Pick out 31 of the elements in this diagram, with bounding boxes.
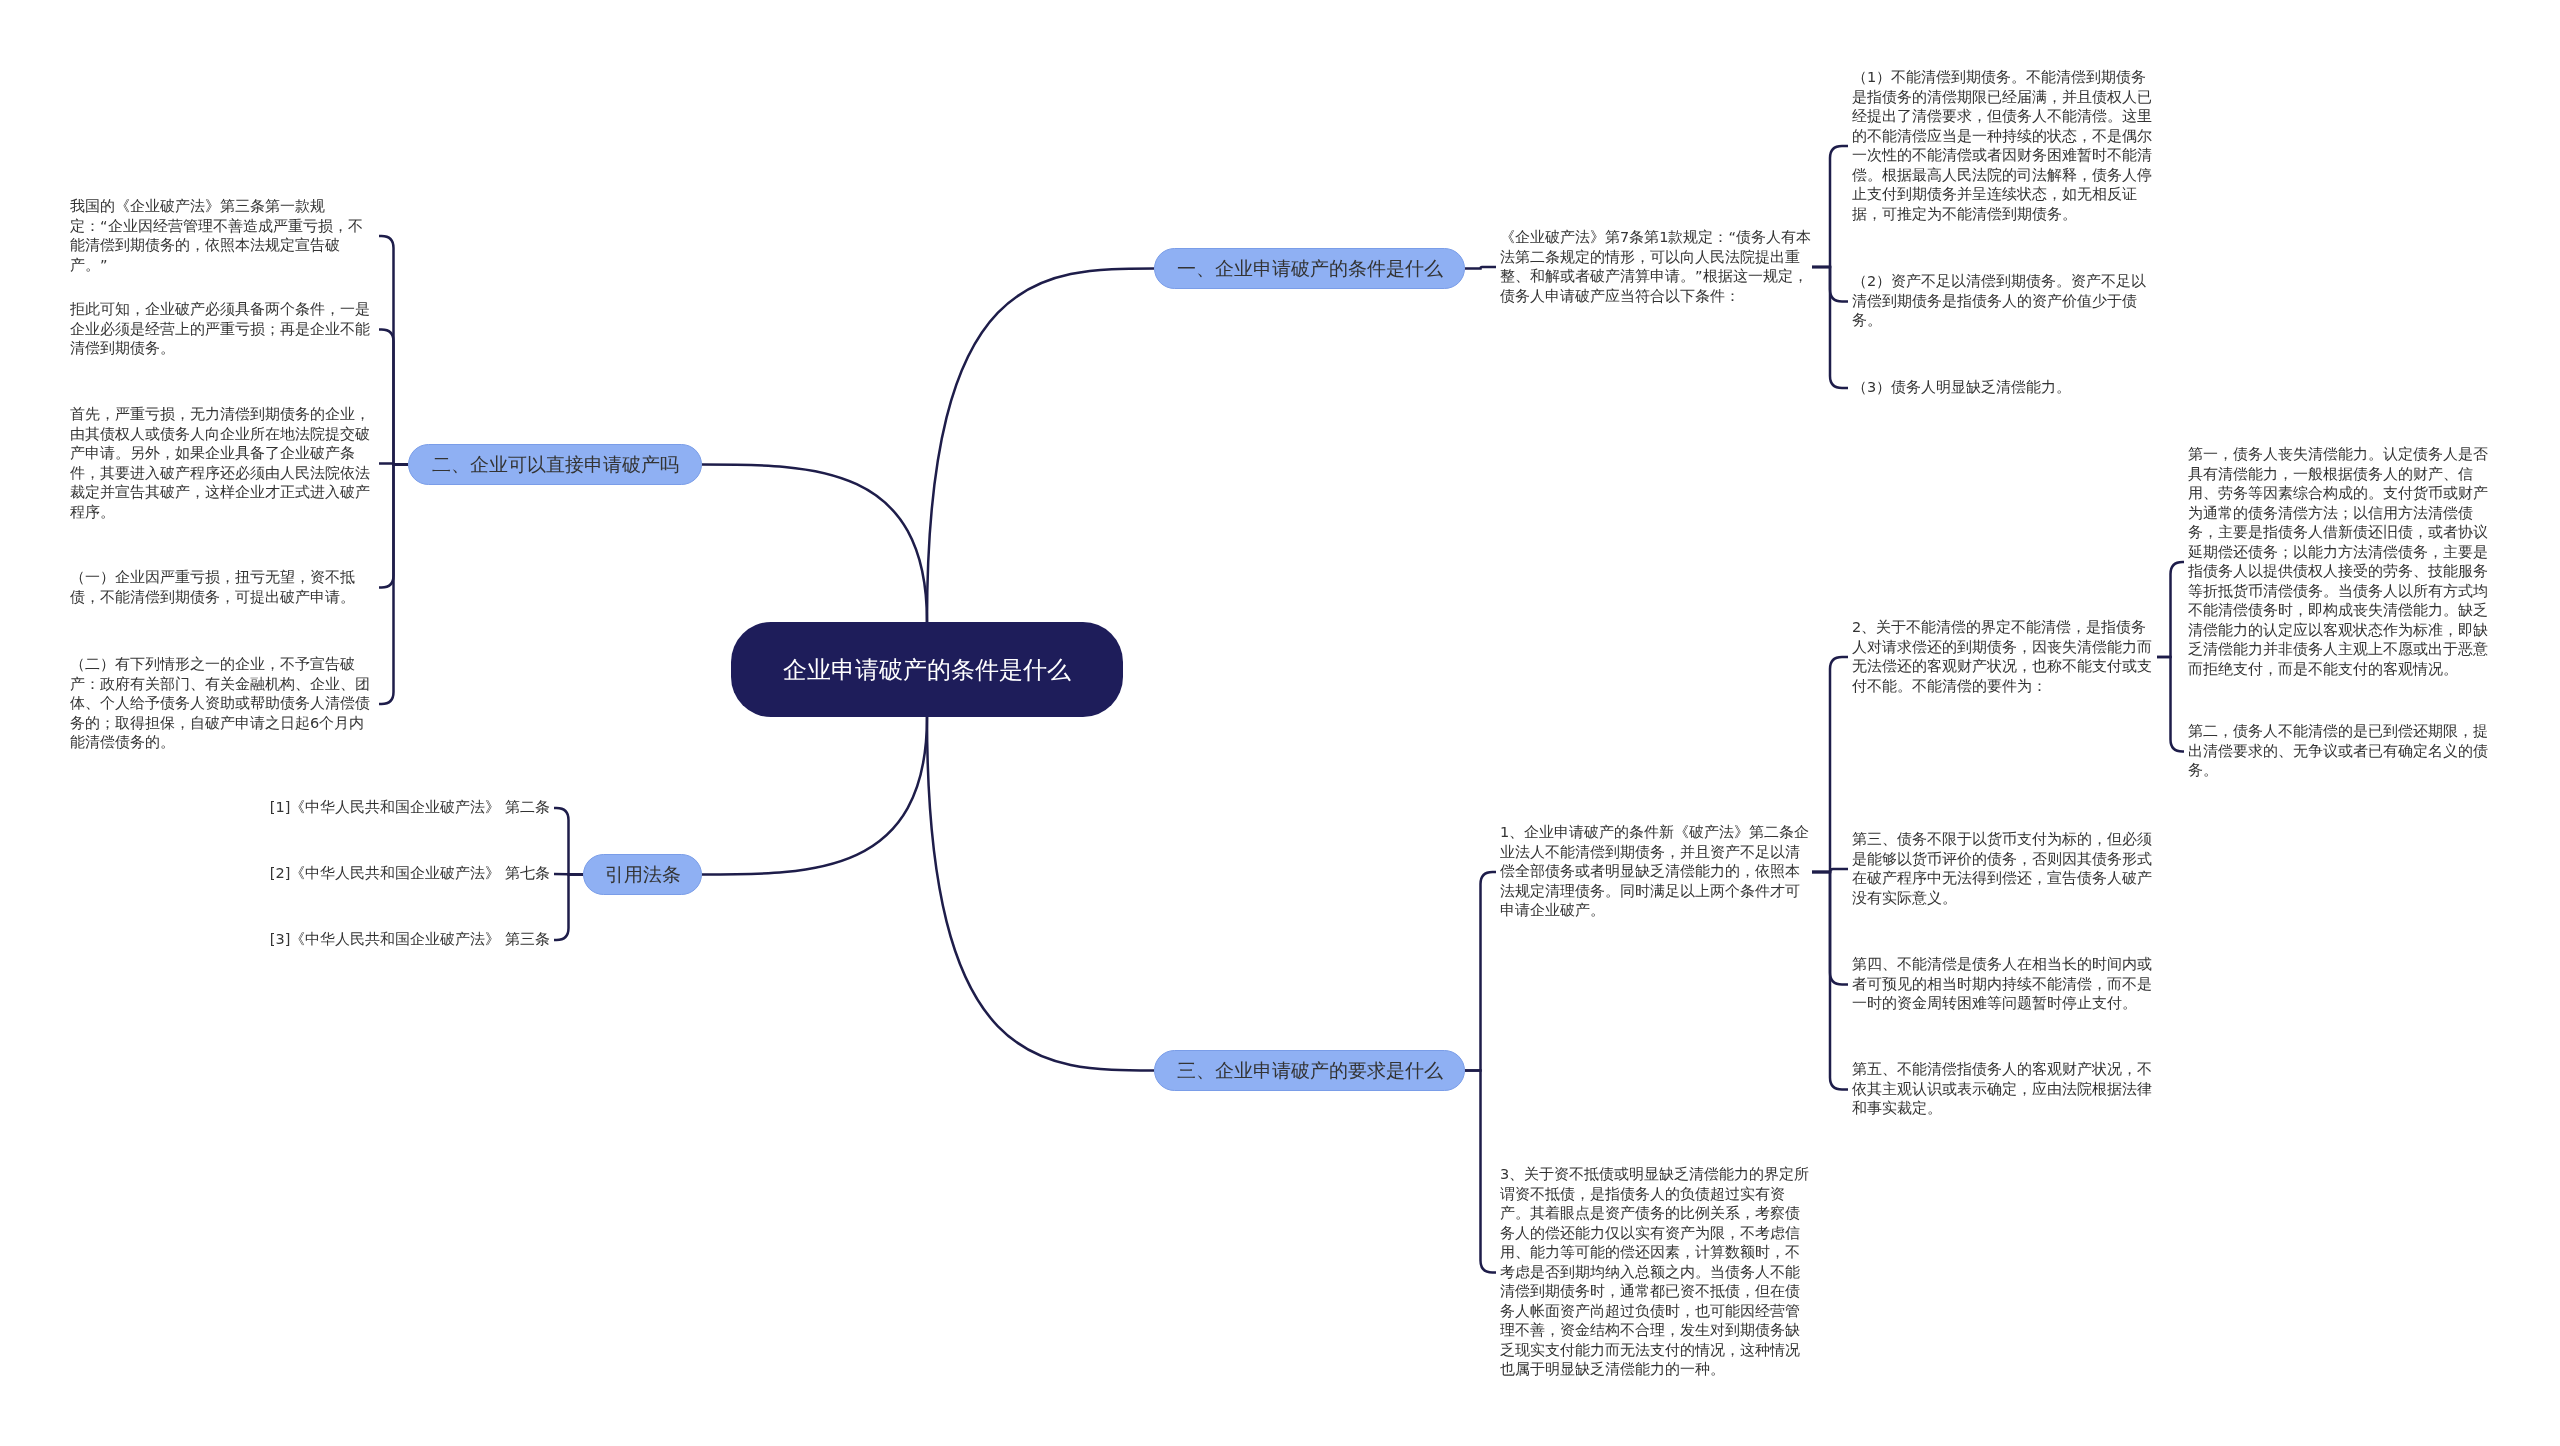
connector-line <box>554 873 583 942</box>
topic-box: 二、企业可以直接申请破产吗 <box>408 444 702 485</box>
note-text: 拒此可知，企业破产必须具备两个条件，一是企业必须是经营上的严重亏损；再是企业不能清偿到期债务。 <box>70 300 375 359</box>
topic-box: 引用法条 <box>583 854 702 895</box>
note-text: [1]《中华人民共和国企业破产法》 第二条 <box>262 798 550 818</box>
topic-box: 三、企业申请破产的要求是什么 <box>1154 1050 1465 1091</box>
connector-line <box>925 716 1154 1072</box>
connector-line <box>379 463 408 706</box>
note-text: （2）资产不足以清偿到期债务。资产不足以清偿到期债务是指债务人的资产价值少于债务。 <box>1852 272 2157 331</box>
central-topic-box: 企业申请破产的条件是什么 <box>731 622 1123 717</box>
note-text: 3、关于资不抵债或明显缺乏清偿能力的界定所谓资不抵债，是指债务人的负债超过实有资产。其着眼点是资产债务的比例关系，考察债务人的偿还能力仅以实有资产为限，不考虑信用、能力等可能的偿还因素，计算数额时，不考虑是否到期均纳入总额之内。当债务人不能清偿到期债务时，通常都已资不抵债，但在债务人帐面资产尚超过负债时，也可能因经营管理不善，资金结构不合理，发生对到期债务缺乏现实支付能力而无法支付的情况，这种情况也属于明显缺乏清偿能力的一种。 <box>1500 1165 1812 1380</box>
note-text: 第三、债务不限于以货币支付为标的，但必须是能够以货币评价的债务，否则因其债务形式在破产程序中无法得到偿还，宣告债务人破产没有实际意义。 <box>1852 830 2157 908</box>
note-text: 第五、不能清偿指债务人的客观财产状况，不依其主观认识或表示确定，应由法院根据法律和事实裁定。 <box>1852 1060 2157 1119</box>
note-text: [3]《中华人民共和国企业破产法》 第三条 <box>262 930 550 950</box>
note-text: 第二，债务人不能清偿的是已到偿还期限，提出清偿要求的、无争议或者已有确定名义的债务。 <box>2188 722 2493 781</box>
note-text: 2、关于不能清偿的界定不能清偿，是指债务人对请求偿还的到期债务，因丧失清偿能力而无法偿还的客观财产状况，也称不能支付或支付不能。不能清偿的要件为： <box>1852 618 2157 696</box>
note-text: 首先，严重亏损，无力清偿到期债务的企业，由其债权人或债务人向企业所在地法院提交破产申请。另外，如果企业具备了企业破产条件，其要进入破产程序还必须由人民法院依法裁定并宣告其破产，这样企业才正式进入破产程序。 <box>70 405 375 522</box>
note-text: （二）有下列情形之一的企业，不予宣告破产：政府有关部门、有关金融机构、企业、团体、个人给予债务人资助或帮助债务人清偿债务的；取得担保，自破产申请之日起6个月内能清偿债务的。 <box>70 655 375 753</box>
connector-line <box>702 463 929 623</box>
note-text: （3）债务人明显缺乏清偿能力。 <box>1852 378 2157 398</box>
note-text: 我国的《企业破产法》第三条第一款规定：“企业因经营管理不善造成严重亏损，不能清偿到期债务的，依照本法规定宣告破产。” <box>70 197 375 275</box>
note-text: 第四、不能清偿是债务人在相当长的时间内或者可预见的相当时期内持续不能清偿，而不是一时的资金周转困难等问题暂时停止支付。 <box>1852 955 2157 1014</box>
note-text: 第一，债务人丧失清偿能力。认定债务人是否具有清偿能力，一般根据债务人的财产、信用、劳务等因素综合构成的。支付货币或财产为通常的债务清偿方法；以信用方法清偿债务，主要是指债务人借新债还旧债，或者协议延期偿还债务；以能力方法清偿债务，主要是指债务人以提供债权人接受的劳务、技能服务等折抵货币清偿债务。当债务人以所有方式均不能清偿债务时，即构成丧失清偿能力。缺乏清偿能力的认定应以客观状态作为标准，即缺乏清偿能力并非债务人主观上不愿或出于恶意而拒绝支付，而是不能支付的客观情况。 <box>2188 445 2493 679</box>
note-text: 《企业破产法》第7条第1款规定：“债务人有本法第二条规定的情形，可以向人民法院提出重整、和解或者破产清算申请。”根据这一规定，债务人申请破产应当符合以下条件： <box>1500 228 1812 306</box>
topic-box: 一、企业申请破产的条件是什么 <box>1154 248 1465 289</box>
connector-line <box>2157 655 2185 753</box>
note-text: 1、企业申请破产的条件新《破产法》第二条企业法人不能清偿到期债务，并且资产不足以清偿全部债务或者明显缺乏清偿能力的，依照本法规定清理债务。同时满足以上两个条件才可申请企业破产。 <box>1500 823 1812 921</box>
note-text: （一）企业因严重亏损，扭亏无望，资不抵债，不能清偿到期债务，可提出破产申请。 <box>70 568 375 607</box>
note-text: [2]《中华人民共和国企业破产法》 第七条 <box>262 864 550 884</box>
connector-line <box>1465 265 1496 270</box>
note-text: （1）不能清偿到期债务。不能清偿到期债务是指债务的清偿期限已经届满，并且债权人已经提出了清偿要求，但债务人不能清偿。这里的不能清偿应当是一种持续的状态，不是偶尔一次性的不能清偿或者因财务困难暂时不能清偿。根据最高人民法院的司法解释，债务人停止支付到期债务并呈连续状态，如无相反证据，可推定为不能清偿到期债务。 <box>1852 68 2157 224</box>
